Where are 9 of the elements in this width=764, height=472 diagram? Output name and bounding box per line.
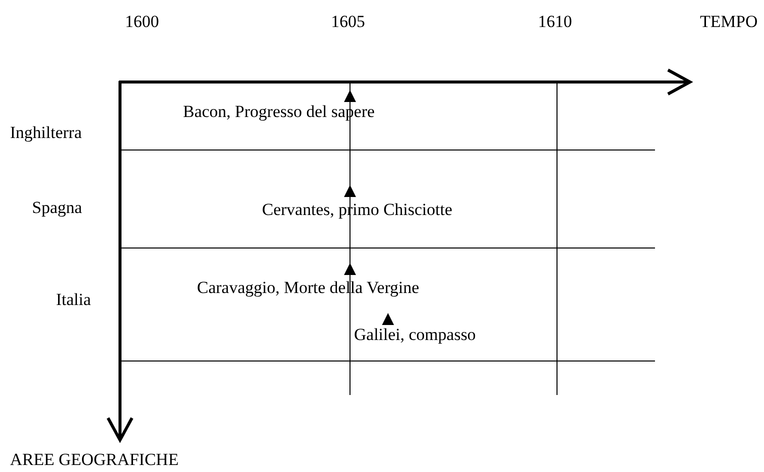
region-label: Inghilterra (10, 123, 82, 143)
region-label: Spagna (32, 198, 82, 218)
year-label: 1610 (538, 12, 572, 32)
event-label: Galilei, compasso (354, 325, 476, 345)
region-label: Italia (56, 290, 91, 310)
axis-title: TEMPO (700, 12, 758, 32)
year-label: 1600 (125, 12, 159, 32)
year-label: 1605 (331, 12, 365, 32)
axis-title: AREE GEOGRAFICHE (10, 450, 179, 470)
